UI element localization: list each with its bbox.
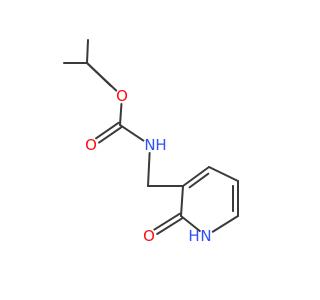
atom-hydrogen-n1: H [188, 227, 199, 245]
atom-hydrogen-n_amide: H [155, 136, 166, 154]
bond-c_carbonyl-n_amide [119, 124, 145, 142]
bond-c2-c3 [180, 185, 184, 217]
bond-c3-c4-inner [188, 172, 210, 189]
bond-layer [63, 39, 239, 235]
bond-c_carbonyl-o_carbonyl-a [95, 121, 120, 140]
bond-c6-n1 [211, 215, 239, 233]
bond-n1-c2 [180, 215, 201, 233]
bond-c4-c5 [208, 166, 239, 182]
bond-o_ester-c_carbonyl [119, 102, 123, 126]
bond-n_amide-ch2 [147, 151, 151, 187]
bond-c3-c4-outer [182, 166, 210, 187]
atom-label-n_amide: N [144, 136, 155, 154]
bond-me2-cq [86, 39, 89, 64]
bond-c2-o_ketone-b [156, 217, 184, 235]
atom-label-o_carbonyl: O [85, 136, 97, 154]
bond-c_carbonyl-o_carbonyl-b [98, 126, 123, 144]
atom-label-n1: N [200, 227, 211, 245]
atom-label-o_ester: O [116, 87, 128, 105]
bond-c2-o_ketone-a [153, 212, 181, 231]
bond-cq-o_ester [86, 62, 118, 92]
atom-label-o_ketone: O [143, 227, 155, 245]
